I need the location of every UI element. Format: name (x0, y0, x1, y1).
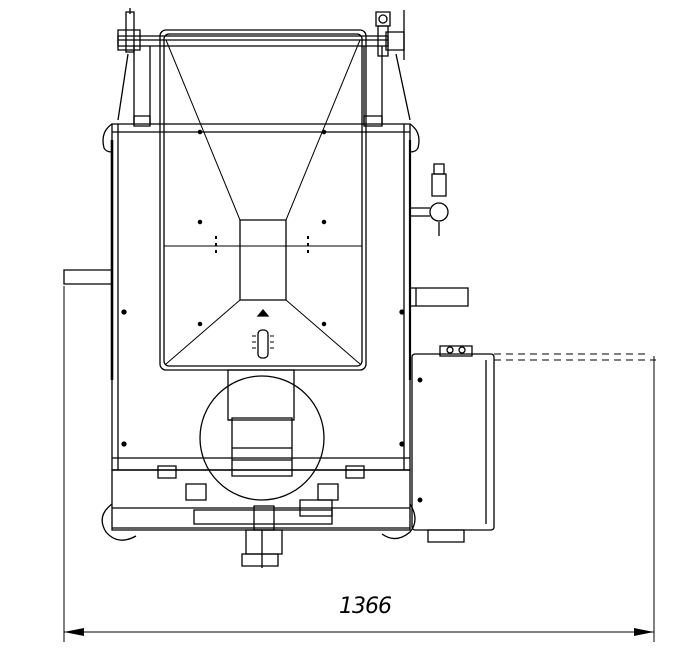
top-frame (118, 8, 410, 120)
left-shaft (64, 270, 112, 284)
bottom-frame (112, 466, 410, 568)
side-fitting (410, 164, 448, 236)
dimension-label-overall-width: 1366 (339, 594, 392, 619)
hopper (160, 30, 366, 370)
main-body (103, 46, 419, 470)
wheels (102, 504, 415, 540)
rotor (200, 370, 324, 500)
motor-box (412, 346, 494, 542)
right-shaft (410, 288, 468, 306)
dimension-overall-width (64, 286, 656, 642)
